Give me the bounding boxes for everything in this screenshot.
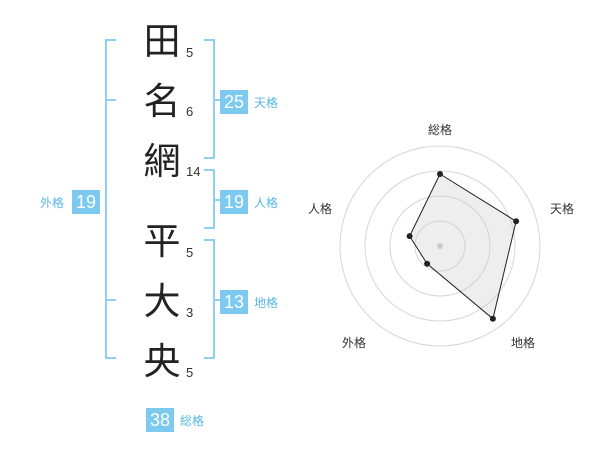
stroke-count-1: 5 bbox=[186, 45, 194, 60]
radar-ring bbox=[414, 220, 466, 272]
chikaku-label: 地格 bbox=[254, 296, 279, 310]
stroke-count-4: 5 bbox=[186, 245, 194, 260]
radar-axis-label-soukaku: 総格 bbox=[428, 123, 453, 137]
jinkaku-label: 人格 bbox=[254, 196, 279, 210]
radar-point-1 bbox=[513, 218, 520, 225]
gaikaku-label: 外格 bbox=[40, 196, 65, 210]
radar-axis-label-gaikaku: 外格 bbox=[342, 336, 367, 350]
radar-axis-label-chikaku: 地格 bbox=[511, 336, 536, 350]
name-char-4: 平 bbox=[143, 220, 181, 263]
tenkaku-label: 天格 bbox=[254, 96, 279, 110]
name-char-5: 大 bbox=[143, 280, 181, 323]
radar-data-polygon bbox=[409, 173, 517, 320]
name-char-6: 央 bbox=[143, 340, 181, 383]
stroke-count-5: 3 bbox=[186, 305, 194, 320]
jinkaku-value-badge: 19 bbox=[220, 190, 248, 214]
soukaku-value-badge: 38 bbox=[146, 408, 174, 432]
radar-point-4 bbox=[406, 233, 413, 240]
radar-ring bbox=[389, 195, 491, 297]
stroke-count-2: 6 bbox=[186, 104, 194, 119]
radar-point-3 bbox=[424, 260, 431, 267]
name-char-3: 網 bbox=[143, 140, 181, 183]
radar-point-0 bbox=[437, 171, 443, 177]
tenkaku-value-badge: 25 bbox=[220, 90, 248, 114]
radar-axis-label-jinkaku: 人格 bbox=[308, 202, 333, 216]
radar-center-dot bbox=[437, 243, 443, 249]
name-char-1: 田 bbox=[143, 20, 181, 63]
soukaku-label: 総格 bbox=[180, 414, 205, 428]
chikaku-value-badge: 13 bbox=[220, 290, 248, 314]
name-char-2: 名 bbox=[143, 80, 181, 123]
radar-point-2 bbox=[489, 315, 496, 322]
radar-ring bbox=[339, 145, 541, 347]
radar-axis-label-tenkaku: 天格 bbox=[550, 202, 575, 216]
stroke-count-3: 14 bbox=[186, 164, 201, 179]
gaikaku-value-badge: 19 bbox=[72, 190, 100, 214]
stroke-count-6: 5 bbox=[186, 365, 194, 380]
